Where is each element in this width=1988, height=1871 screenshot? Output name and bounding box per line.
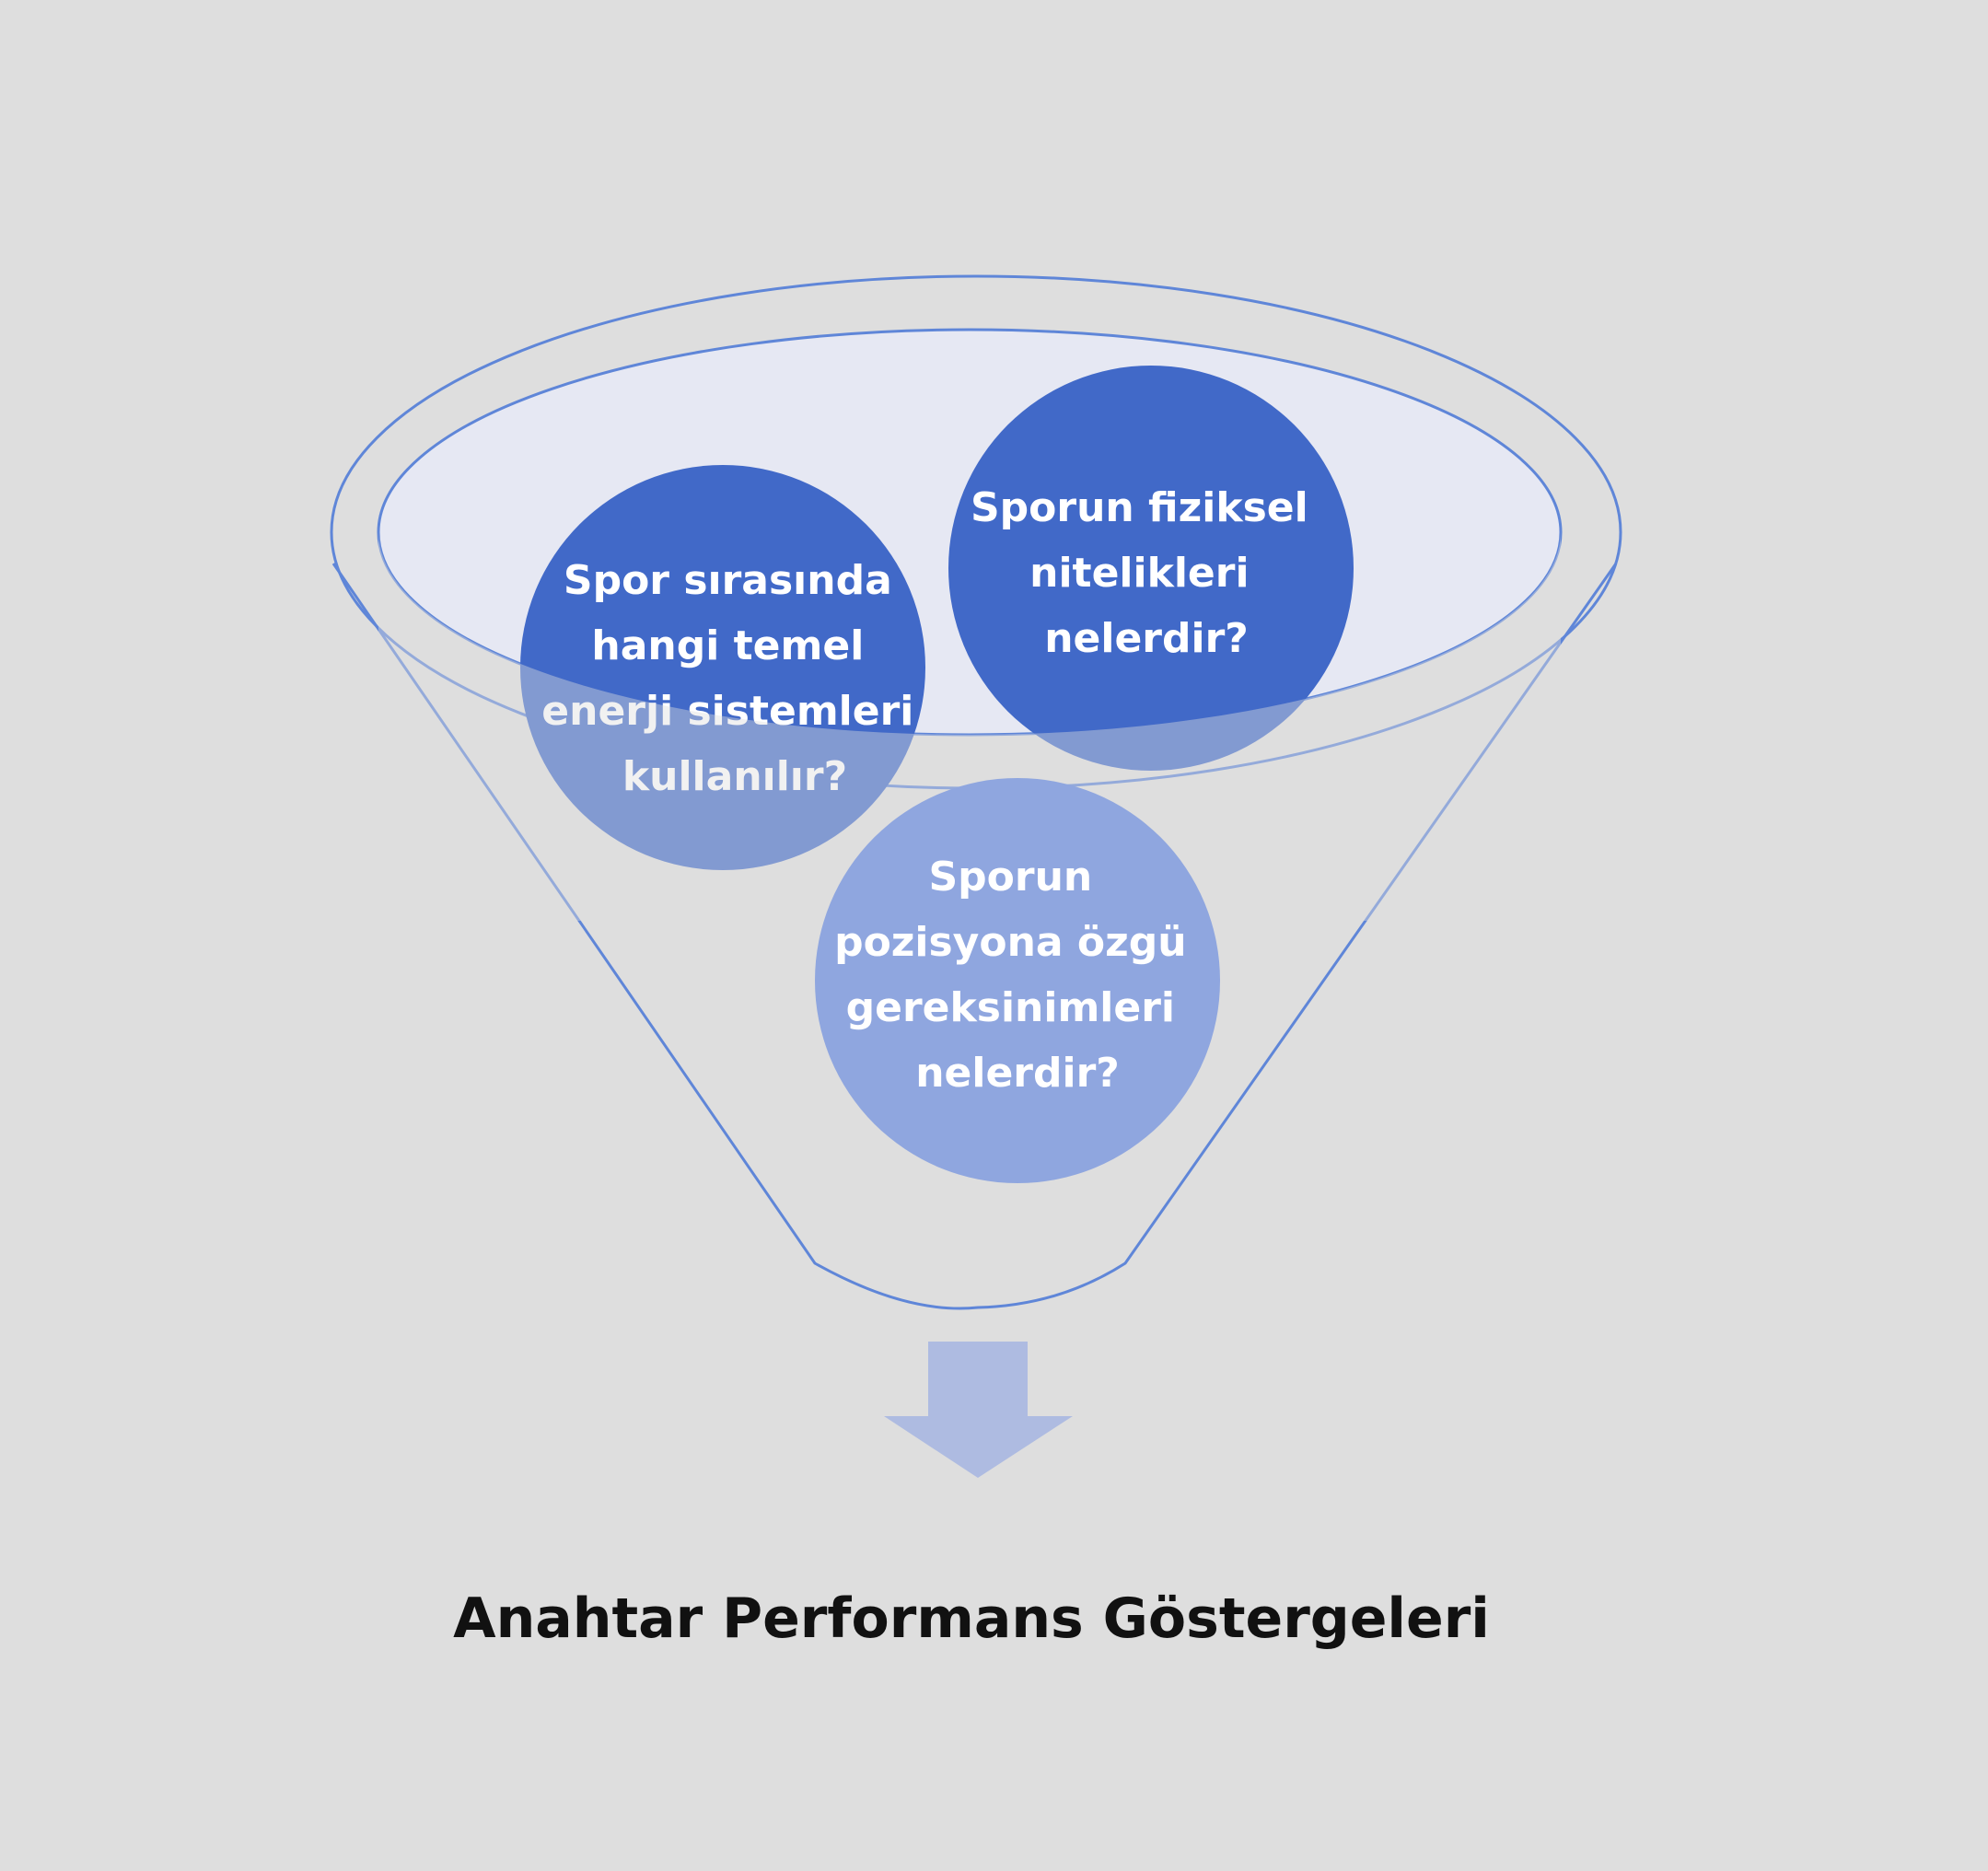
bubble-position-requirements-line-1: Sporun — [928, 854, 1092, 901]
bubble-energy-systems: Spor sırasında hangi temel enerji sistem… — [520, 465, 927, 870]
bubble-physical-attributes-text: Sporun fiziksel nitelikleri nelerdir? — [971, 484, 1322, 662]
bubble-energy-systems-line-1: Spor sırasında — [564, 557, 892, 604]
bubble-physical-attributes-line-1: Sporun fiziksel — [971, 484, 1308, 531]
bubble-physical-attributes: Sporun fiziksel nitelikleri nelerdir? — [948, 366, 1354, 771]
bubble-energy-systems-line-2: hangi temel — [591, 622, 864, 669]
bubble-position-requirements: Sporun pozisyona özgü gereksinimleri nel… — [815, 778, 1220, 1183]
funnel-body — [331, 563, 1618, 1310]
bubble-energy-systems-line-4: kullanılır? — [622, 753, 847, 800]
bubble-position-requirements-line-4: nelerdir? — [915, 1050, 1120, 1097]
bubble-position-requirements-circle — [815, 778, 1220, 1183]
rim-shadow-overlay — [378, 532, 1561, 921]
bubble-energy-systems-text: Spor sırasında hangi temel enerji sistem… — [541, 557, 927, 800]
bubble-position-requirements-line-2: pozisyona özgü — [834, 919, 1187, 966]
down-arrow-icon — [884, 1342, 1073, 1478]
bubble-physical-attributes-line-2: nitelikleri — [1029, 550, 1249, 597]
bubble-physical-attributes-circle — [948, 366, 1354, 771]
result-label: Anahtar Performans Göstergeleri — [453, 1586, 1490, 1651]
bubble-position-requirements-line-3: gereksinimleri — [846, 984, 1175, 1031]
bubble-energy-systems-circle — [520, 465, 925, 870]
bubble-energy-systems-line-3: enerji sistemleri — [541, 688, 913, 735]
bubble-position-requirements-text: Sporun pozisyona özgü gereksinimleri nel… — [834, 854, 1201, 1097]
bubble-physical-attributes-line-3: nelerdir? — [1044, 615, 1249, 662]
